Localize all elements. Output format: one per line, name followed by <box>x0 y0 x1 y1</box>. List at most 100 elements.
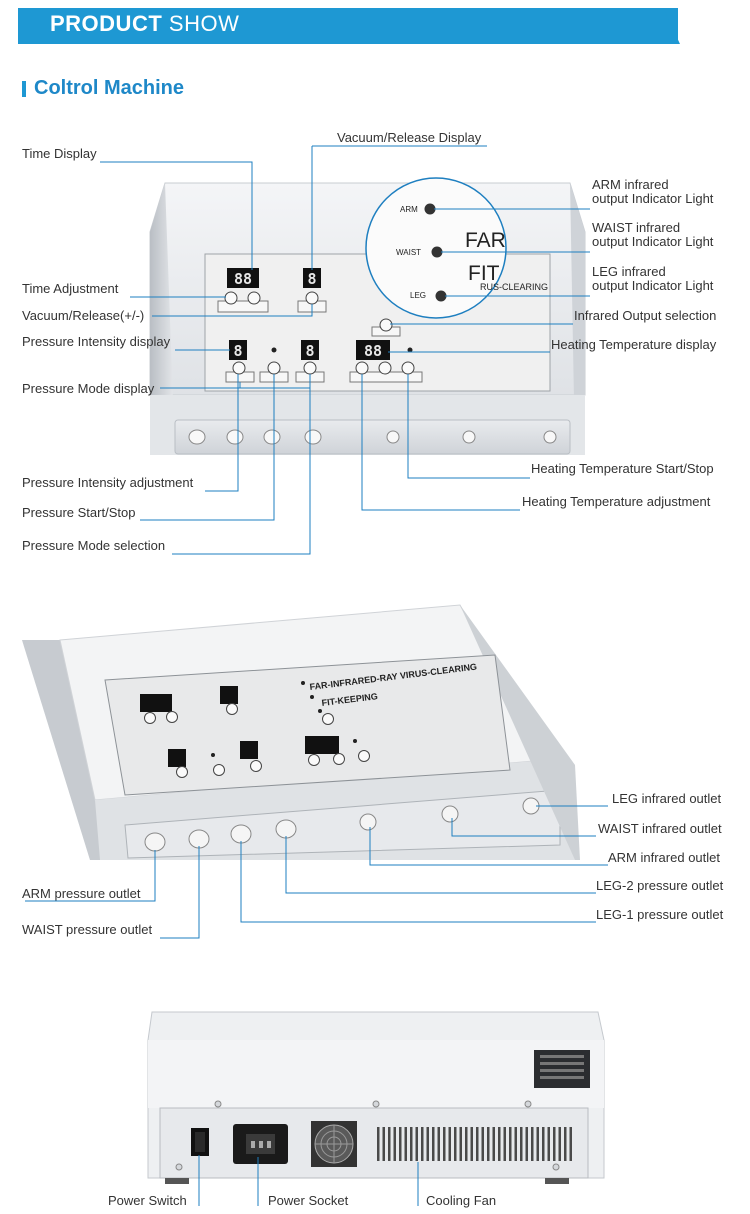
callout-arm-pressure-outlet: ARM pressure outlet <box>22 886 141 901</box>
vent-slot <box>531 1127 534 1161</box>
outlets-ports <box>144 797 540 852</box>
callout-heating-temperature-start-stop: Heating Temperature Start/Stop <box>531 461 714 476</box>
vent-slot <box>437 1127 440 1161</box>
magnifier-leg-label: LEG <box>410 291 426 300</box>
callout-waist-light-line2: output Indicator Light <box>592 234 714 249</box>
intensity-display-digit: 8 <box>233 342 242 360</box>
header-title: PRODUCT SHOW <box>50 11 239 37</box>
vent-slot <box>487 1127 490 1161</box>
rating-plate <box>534 1050 590 1088</box>
callout-time-adjustment: Time Adjustment <box>22 281 119 296</box>
vent-slot <box>448 1127 451 1161</box>
vent-slot <box>399 1127 402 1161</box>
temperature-display-digits: 88 <box>364 342 382 360</box>
arm-indicator-light <box>424 203 436 215</box>
vent-slot <box>536 1127 539 1161</box>
intensity-adjust-button[interactable] <box>232 361 246 375</box>
vent-slot <box>393 1127 396 1161</box>
callout-pressure-mode-display: Pressure Mode display <box>22 381 155 396</box>
vent-slot <box>509 1127 512 1161</box>
callout-leg-light-line2: output Indicator Light <box>592 278 714 293</box>
rear-device-body <box>147 1011 605 1184</box>
callout-power-switch: Power Switch <box>108 1193 187 1208</box>
callout-heating-temperature-adjustment: Heating Temperature adjustment <box>522 494 711 509</box>
vent-slot <box>426 1127 429 1161</box>
callout-waist-infrared-outlet: WAIST infrared outlet <box>598 821 722 836</box>
temperature-plus-button[interactable] <box>378 361 392 375</box>
time-plus-button[interactable] <box>247 291 261 305</box>
callout-power-socket: Power Socket <box>268 1193 349 1208</box>
time-button-strip <box>217 300 269 313</box>
vent-slot <box>476 1127 479 1161</box>
mode-display: 8 <box>301 340 319 360</box>
vent-slot <box>421 1127 424 1161</box>
time-minus-button[interactable] <box>224 291 238 305</box>
cooling-fan <box>311 1121 357 1167</box>
power-switch <box>191 1128 209 1156</box>
callout-leg-infrared-outlet: LEG infrared outlet <box>612 791 722 806</box>
vacuum-display-digit: 8 <box>307 270 316 288</box>
waist-indicator-light <box>431 246 443 258</box>
magnifier-big-text-1: FAR <box>465 229 506 252</box>
outlets-buttons <box>144 703 370 778</box>
vent-slot <box>542 1127 545 1161</box>
vent-slot <box>569 1127 572 1161</box>
outlets-leader-lines <box>25 805 608 939</box>
callout-time-display: Time Display <box>22 146 97 161</box>
outlets-leds <box>211 681 357 757</box>
callout-infrared-output-selection: Infrared Output selection <box>574 308 717 323</box>
vent-slot <box>410 1127 413 1161</box>
callout-cooling-fan: Cooling Fan <box>426 1193 497 1208</box>
vent-slot <box>432 1127 435 1161</box>
status-led-2 <box>407 347 413 353</box>
callout-waist-light-line1: WAIST infrared <box>592 220 681 235</box>
vent-slot <box>525 1127 528 1161</box>
callout-pressure-start-stop: Pressure Start/Stop <box>22 505 136 520</box>
header-banner <box>18 8 678 44</box>
magnifier-big-text-2: FIT <box>468 262 500 285</box>
infrared-select-button[interactable] <box>379 318 393 332</box>
callout-leg-light-line1: LEG infrared <box>592 264 666 279</box>
magnifier-callout: ARM WAIST LEG FAR FIT RUS-CLEARING <box>365 177 548 319</box>
header-title-light: SHOW <box>168 11 240 36</box>
outlets-displays <box>140 686 339 767</box>
magnifier-arm-label: ARM <box>400 205 418 214</box>
vacuum-display: 8 <box>303 268 321 288</box>
vent-slot <box>481 1127 484 1161</box>
vent-slot <box>558 1127 561 1161</box>
vent-slot <box>547 1127 550 1161</box>
vent-slot <box>564 1127 567 1161</box>
callout-pressure-intensity-adjustment: Pressure Intensity adjustment <box>22 475 194 490</box>
callout-pressure-mode-selection: Pressure Mode selection <box>22 538 166 553</box>
vent-slot <box>492 1127 495 1161</box>
callout-arm-light-line2: output Indicator Light <box>592 191 714 206</box>
callout-arm-infrared-outlet: ARM infrared outlet <box>608 850 720 865</box>
callout-vacuum-release-display: Vacuum/Release Display <box>337 130 482 145</box>
power-socket <box>233 1124 288 1164</box>
intensity-display: 8 <box>229 340 247 360</box>
mode-display-digit: 8 <box>305 342 314 360</box>
vent-slot <box>465 1127 468 1161</box>
rear-screws <box>175 1100 560 1171</box>
vent-slot <box>520 1127 523 1161</box>
vent-slots <box>377 1127 572 1161</box>
vent-slot <box>514 1127 517 1161</box>
vent-slot <box>388 1127 391 1161</box>
section-marker <box>22 81 26 97</box>
vent-slot <box>377 1127 380 1161</box>
rear-leader-lines <box>198 1155 419 1206</box>
section-title: Coltrol Machine <box>34 77 185 99</box>
vent-slot <box>498 1127 501 1161</box>
magnifier-waist-label: WAIST <box>396 248 421 257</box>
vent-slot <box>470 1127 473 1161</box>
vent-slot <box>454 1127 457 1161</box>
front-leader-lines <box>100 145 590 555</box>
header-title-bold: PRODUCT <box>50 11 163 36</box>
leg-indicator-light <box>435 290 447 302</box>
status-led-1 <box>271 347 277 353</box>
magnifier-band-text: RUS-CLEARING <box>480 282 548 292</box>
vent-slot <box>503 1127 506 1161</box>
